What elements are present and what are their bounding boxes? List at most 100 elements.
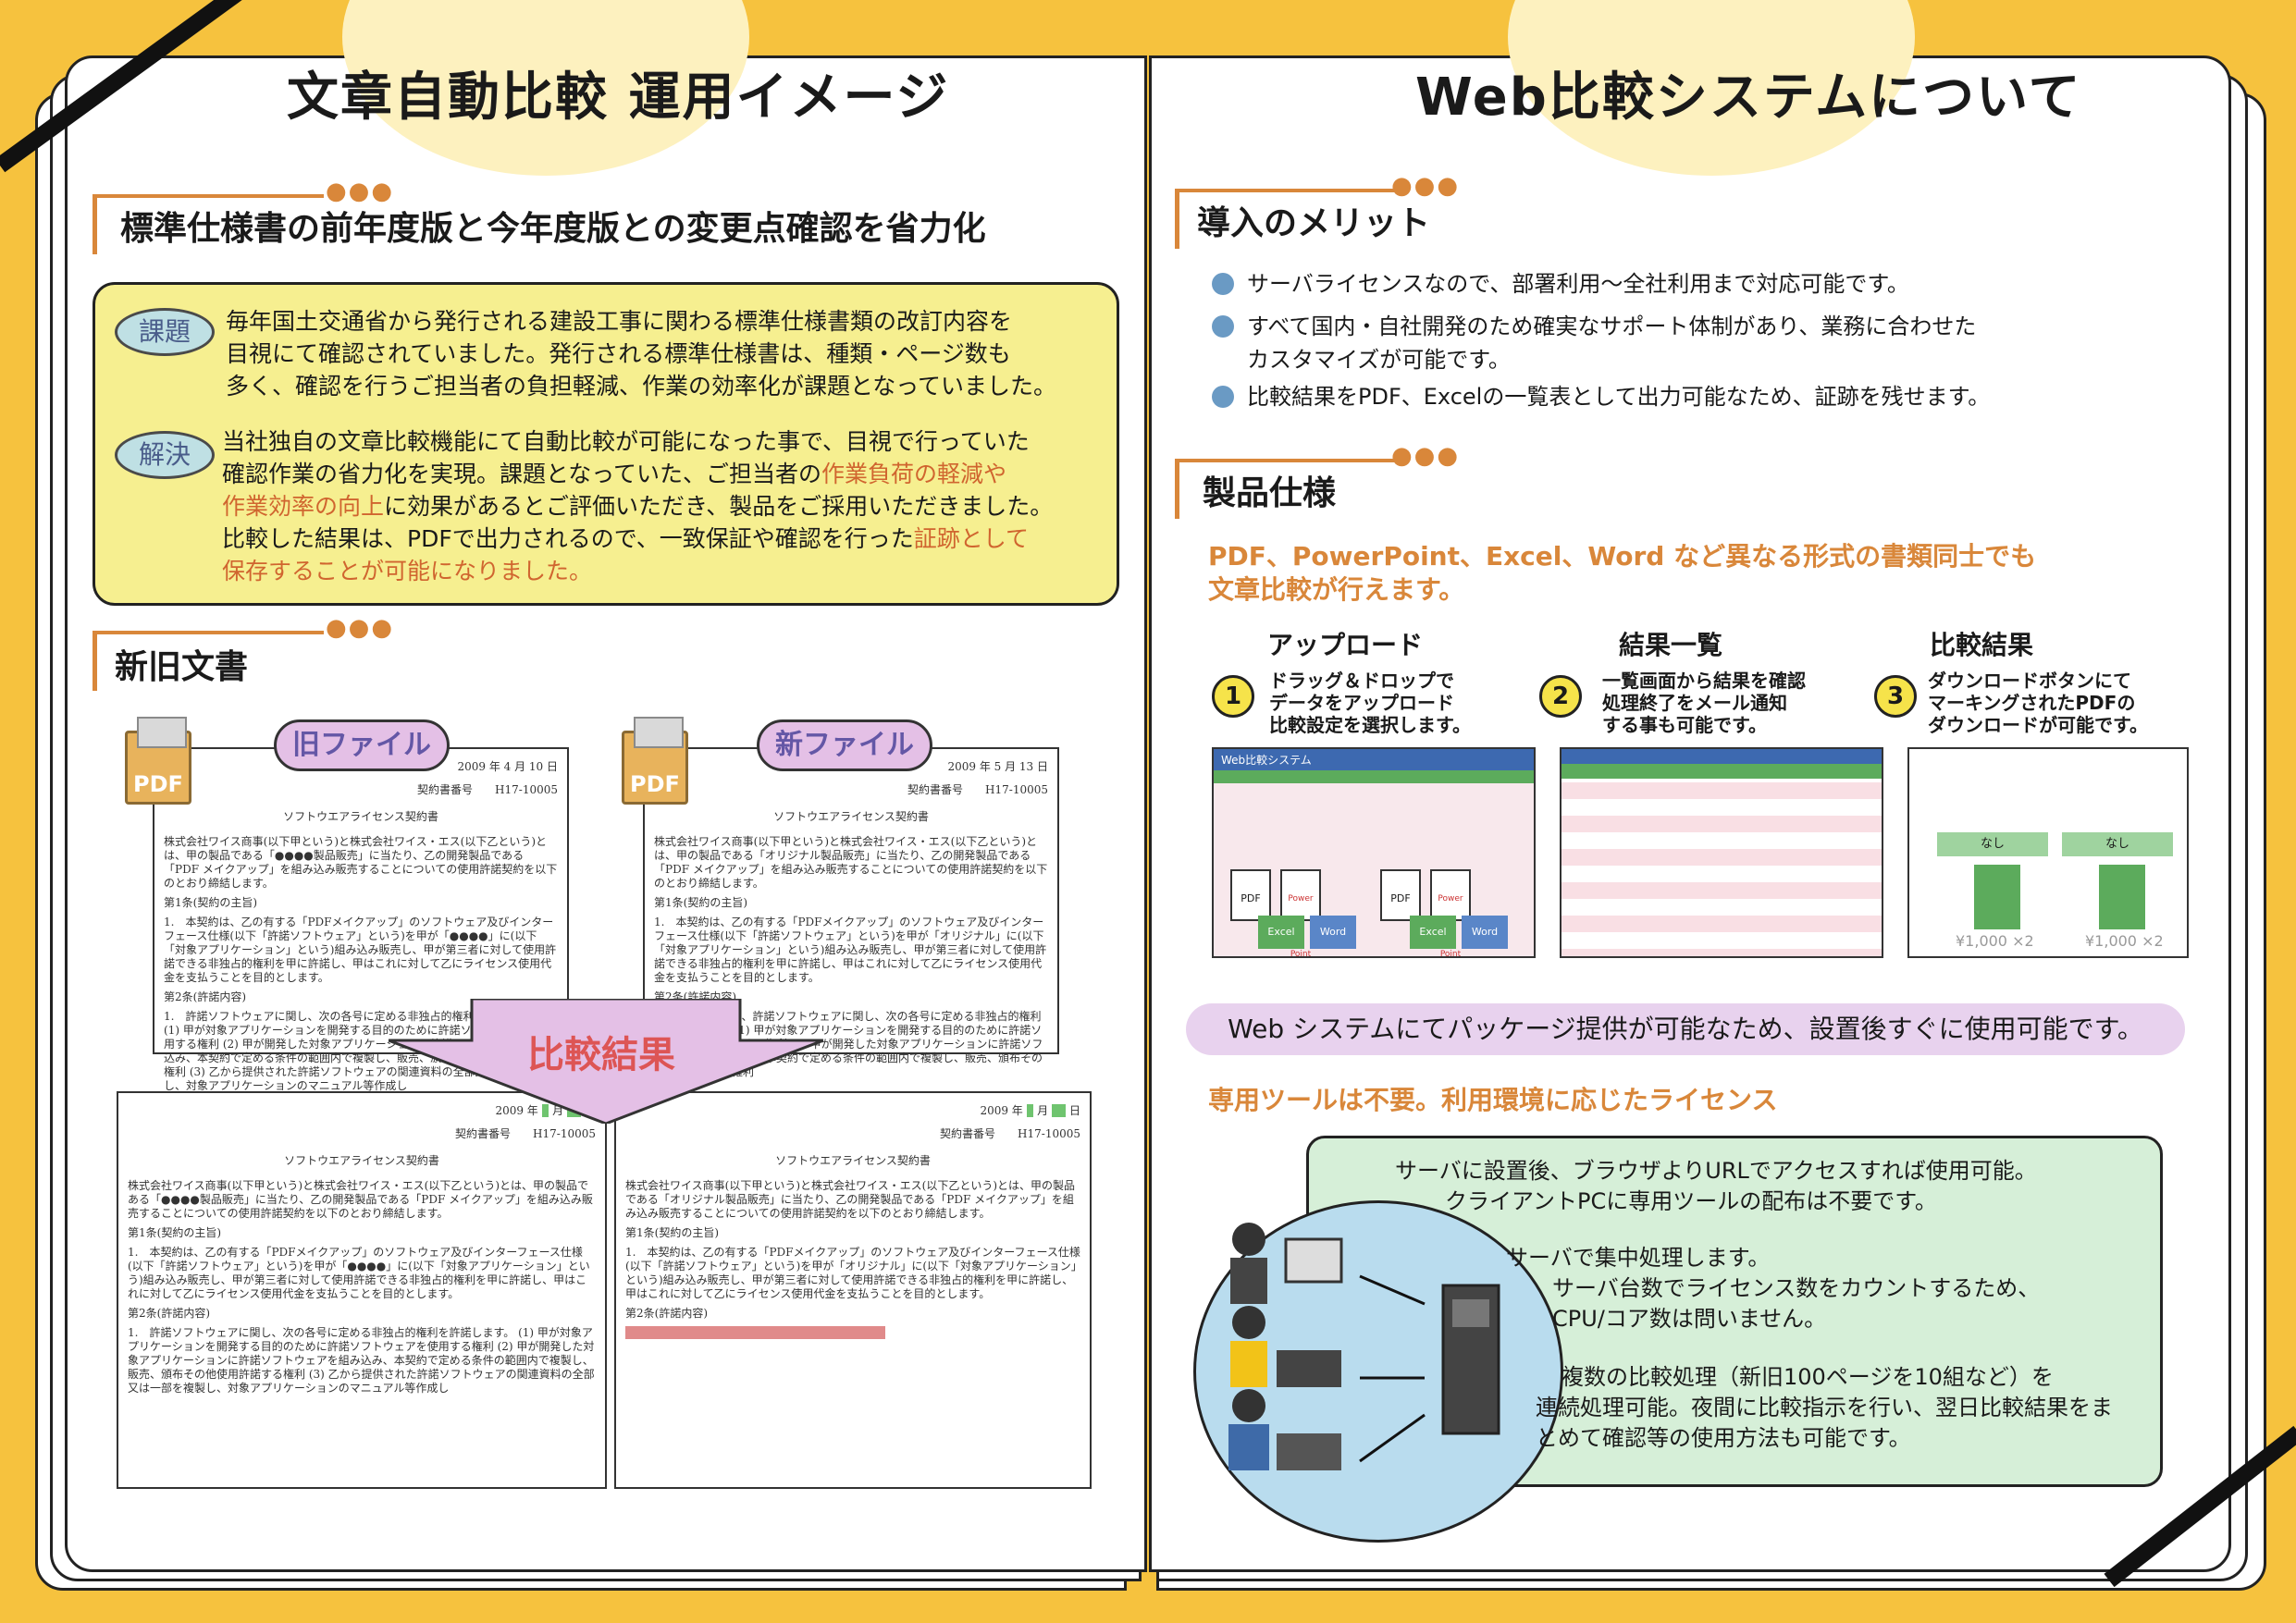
- new-document: 2009 年 5 月 13 日 契約書番号 H17-10005 ソフトウエアライ…: [643, 747, 1059, 1078]
- license-line: サーバ台数でライセンス数をカウントするため、: [1552, 1275, 2041, 1301]
- license-text: サーバで集中処理します。 サーバ台数でライセンス数をカウントするため、 CPU/…: [1506, 1243, 2040, 1334]
- merit-text: 比較結果をPDF、Excelの一覧表として出力可能なため、証跡を残せます。: [1247, 384, 1991, 410]
- shot-header: [1562, 749, 1882, 764]
- issue-line: 多く、確認を行うご担当者の負担軽減、作業の効率化が課題となっていました。: [226, 373, 1057, 400]
- file-icon: Excel: [1258, 916, 1304, 949]
- solution-segment: 確認作業の省力化を実現。課題となっていた、ご担当者の: [222, 461, 822, 487]
- doc-paragraph: 株式会社ワイス商事(以下甲という)と株式会社ワイス・エス(以下乙という)とは、甲…: [625, 1179, 1076, 1220]
- doc-contract-no: 契約書番号 H17-10005: [417, 783, 558, 796]
- spec-lead-line: 文章比較が行えます。: [1208, 574, 1465, 605]
- shot-toolbar: [1562, 764, 1882, 779]
- doc-article: 第1条(契約の主旨): [625, 1226, 719, 1239]
- solution-highlight: 作業負荷の軽減や: [821, 461, 1007, 487]
- solution-line: 確認作業の省力化を実現。課題となっていた、ご担当者の作業負荷の軽減や: [222, 458, 1053, 490]
- section-dots: ●●●: [1391, 442, 1461, 470]
- file-icon-label: Word: [1471, 926, 1499, 938]
- license-text: 複数の比較処理（新旧100ページを10組など）を 連続処理可能。夜間に比較指示を…: [1536, 1362, 2113, 1454]
- step-title: アップロード: [1267, 630, 1424, 660]
- file-icon: Word: [1462, 916, 1508, 949]
- solution-segment: 比較した結果は、PDFで出力されるので、一致保証や確認を行った: [222, 525, 914, 552]
- compare-result-screenshot: なし なし ¥1,000 ×2 ¥1,000 ×2: [1907, 747, 2189, 958]
- issue-text: 毎年国土交通省から発行される建設工事に関わる標準仕様書類の改訂内容を 目視にて確…: [226, 305, 1056, 402]
- step-title: 結果一覧: [1619, 630, 1723, 660]
- result-cell: なし: [2062, 832, 2173, 856]
- merit-item: サーバライセンスなので、部署利用〜全社利用まで対応可能です。: [1212, 268, 1909, 300]
- file-icon-label: PDF: [1390, 892, 1411, 904]
- file-icon-label: Power Point: [1438, 894, 1463, 958]
- section-heading: 製品仕様: [1203, 474, 1337, 512]
- file-icon: Power Point: [1430, 869, 1471, 956]
- doc-title: ソフトウエアライセンス契約書: [773, 810, 929, 823]
- spec-lead-line: PDF、PowerPoint、Excel、Word など異なる形式の書類同士でも: [1208, 541, 2037, 572]
- doc-paragraph: 株式会社ワイス商事(以下甲という)と株式会社ワイス・エス(以下乙という)とは、甲…: [654, 835, 1048, 890]
- result-list-screenshot: [1560, 747, 1883, 958]
- doc-paragraph: 1. 本契約は、乙の有する「PDFメイクアップ」のソフトウェア及びインターフェー…: [128, 1246, 590, 1300]
- license-line: サーバで集中処理します。: [1506, 1245, 1771, 1271]
- step-description: 一覧画面から結果を確認 処理終了をメール通知 する事も可能です。: [1602, 670, 1806, 736]
- file-icon-label: PDF: [1241, 892, 1261, 904]
- doc-paragraph: 1. 本契約は、乙の有する「PDFメイクアップ」のソフトウェア及びインターフェー…: [625, 1246, 1080, 1300]
- step-desc-line: ダウンロードが可能です。: [1928, 714, 2148, 736]
- pdf-file-icon: PDF: [125, 717, 191, 805]
- right-page-title: Web比較システムについて: [1415, 68, 2082, 128]
- file-icon-label: Word: [1319, 926, 1347, 938]
- doc-paragraph: 1. 本契約は、乙の有する「PDFメイクアップ」のソフトウェア及びインターフェー…: [164, 916, 557, 984]
- doc-article: 第2条(許諾内容): [128, 1307, 210, 1320]
- result-price: ¥1,000 ×2: [1956, 932, 2034, 950]
- doc-paragraph: ここに対して、（削除された文字列を赤で強調表示）: [625, 1326, 1080, 1340]
- step-desc-line: ドラッグ＆ドロップで: [1269, 670, 1454, 692]
- doc-date: 2009 年 4 月 10 日: [457, 760, 558, 773]
- left-page-title: 文章自動比較 運用イメージ: [287, 68, 950, 128]
- doc-contract-no: 契約書番号 H17-10005: [907, 783, 1048, 796]
- shot-header: Web比較システム: [1214, 749, 1534, 770]
- shot-toolbar: [1214, 770, 1534, 783]
- doc-title: ソフトウエアライセンス契約書: [775, 1154, 931, 1167]
- bullet-icon: [1212, 315, 1234, 338]
- doc-paragraph: 1. 本契約は、乙の有する「PDFメイクアップ」のソフトウェア及びインターフェー…: [654, 916, 1047, 984]
- solution-line: 比較した結果は、PDFで出力されるので、一致保証や確認を行った証跡として: [222, 523, 1053, 555]
- doc-date: 2009 年 5 月 13 日: [980, 1104, 1080, 1117]
- file-icon-label: Excel: [1267, 926, 1295, 938]
- new-file-tag: 新ファイル: [757, 719, 932, 771]
- doc-article: 第2条(許諾内容): [164, 990, 246, 1003]
- pdf-icon-label: PDF: [630, 771, 680, 797]
- old-file-tag: 旧ファイル: [274, 719, 450, 771]
- doc-paragraph: 株式会社ワイス商事(以下甲という)と株式会社ワイス・エス(以下乙という)とは、甲…: [164, 835, 558, 890]
- step-desc-line: する事も可能です。: [1602, 714, 1767, 736]
- file-icon: Word: [1310, 916, 1356, 949]
- section-bracket: [1175, 459, 1406, 519]
- license-heading: 専用ツールは不要。利用環境に応じたライセンス: [1208, 1085, 1778, 1115]
- solution-highlight: 作業効率の向上: [222, 493, 385, 520]
- issue-line: 毎年国土交通省から発行される建設工事に関わる標準仕様書類の改訂内容を: [226, 308, 1013, 335]
- section-heading: 新旧文書: [115, 648, 249, 686]
- doc-title: ソフトウエアライセンス契約書: [283, 810, 438, 823]
- doc-contract-no: 契約書番号 H17-10005: [455, 1127, 596, 1140]
- step-desc-line: 比較設定を選択します。: [1269, 714, 1471, 736]
- merit-item: カスタマイズが可能です。: [1247, 344, 1511, 375]
- issue-line: 目視にて確認されていました。発行される標準仕様書は、種類・ページ数も: [226, 340, 1011, 367]
- section-dots: ●●●: [326, 178, 395, 205]
- license-line: クライアントPCに専用ツールの配布は不要です。: [1445, 1188, 1937, 1214]
- result-cell-text: なし: [2105, 837, 2129, 851]
- result-document-old: 2009 年 4 月 10 日 契約書番号 H17-10005 ソフトウエアライ…: [117, 1091, 607, 1489]
- license-text: サーバに設置後、ブラウザよりURLでアクセスすれば使用可能。 クライアントPCに…: [1395, 1156, 2037, 1217]
- solution-segment: に効果があるとご評価いただき、製品をご採用いただきました。: [384, 493, 1054, 520]
- file-icon: Power Point: [1280, 869, 1321, 956]
- license-line: CPU/コア数は問いません。: [1552, 1306, 1827, 1332]
- file-icon: PDF: [1230, 869, 1271, 921]
- license-line: 連続処理可能。夜間に比較指示を行い、翌日比較結果をま: [1536, 1395, 2113, 1420]
- step-desc-line: データをアップロード: [1269, 692, 1454, 714]
- merit-text: サーバライセンスなので、部署利用〜全社利用まで対応可能です。: [1247, 271, 1909, 297]
- spec-lead: PDF、PowerPoint、Excel、Word など異なる形式の書類同士でも…: [1208, 540, 2036, 607]
- issue-solution-box: [93, 282, 1119, 606]
- solution-line: 当社独自の文章比較機能にて自動比較が可能になった事で、目視で行っていた: [222, 428, 1030, 455]
- pdf-file-icon: PDF: [622, 717, 688, 805]
- merit-text: カスタマイズが可能です。: [1247, 347, 1511, 373]
- section-heading: 標準仕様書の前年度版と今年度版との変更点確認を省力化: [120, 210, 986, 248]
- network-diagram: [1228, 1223, 1500, 1470]
- issue-label: 課題: [115, 308, 215, 356]
- solution-line: 作業効率の向上に効果があるとご評価いただき、製品をご採用いただきました。: [222, 490, 1053, 523]
- section-heading: 導入のメリット: [1197, 204, 1431, 242]
- result-price: ¥1,000 ×2: [2085, 932, 2164, 950]
- bullet-icon: [1212, 386, 1234, 408]
